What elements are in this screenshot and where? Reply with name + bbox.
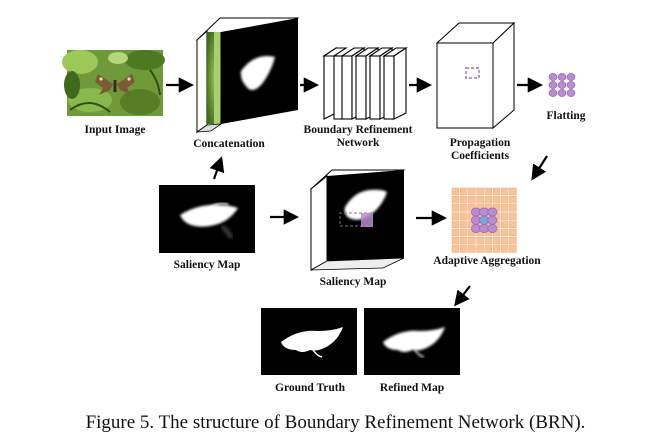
grid-cell: [451, 245, 460, 253]
grid-cell: [460, 228, 468, 237]
grid-cell: [451, 236, 460, 245]
grid-cell: [460, 204, 468, 212]
grid-cell: [501, 220, 509, 229]
label-brn-line1: Boundary Refinement: [303, 124, 413, 136]
grid-cell: [509, 236, 517, 245]
grid-cell: [468, 245, 476, 253]
coefficient-dot: [548, 89, 558, 97]
concatenation-block: [195, 17, 300, 133]
aggregation-coefficient-dot: [479, 215, 490, 225]
coefficient-dot: [548, 73, 558, 81]
grid-cell: [509, 195, 517, 204]
grid-cell: [460, 195, 468, 204]
figure-caption: Figure 5. The structure of Boundary Refi…: [85, 412, 586, 433]
grid-cell: [509, 245, 517, 253]
grid-cell: [460, 245, 468, 253]
flatting-dots: [548, 73, 576, 97]
coefficient-marker: [465, 67, 480, 79]
grid-cell: [451, 220, 460, 229]
grid-cell: [484, 195, 492, 204]
label-adaptive-aggregation: Adaptive Aggregation: [433, 255, 541, 267]
grid-cell: [451, 195, 460, 204]
grid-cell: [501, 236, 509, 245]
saliency-map-center-block: [309, 169, 406, 271]
aggregation-coefficient-dot: [487, 223, 498, 233]
label-saliency-map-center: Saliency Map: [319, 276, 387, 288]
arrow-flatting-to-aggregation: [531, 155, 548, 181]
grid-cell: [492, 187, 501, 196]
label-concatenation: Concatenation: [193, 138, 265, 150]
label-saliency-map-left: Saliency Map: [173, 259, 241, 271]
grid-cell: [492, 195, 501, 204]
arrow-aggregation-to-outputs: [454, 285, 471, 307]
grid-cell: [460, 212, 468, 220]
grid-cell: [501, 204, 509, 212]
butterfly-icon: [95, 74, 135, 95]
grid-cell: [460, 187, 468, 196]
refined-map-image: [364, 308, 460, 375]
propagation-coefficients-block: [435, 21, 516, 130]
grid-cell: [451, 187, 460, 196]
grid-cell: [451, 228, 460, 237]
grid-cell: [492, 245, 501, 253]
grid-cell: [476, 245, 484, 253]
grid-cell: [468, 195, 476, 204]
brn-layer-stack: [322, 46, 408, 120]
label-flatting: Flatting: [546, 110, 586, 122]
label-refined-map: Refined Map: [379, 382, 445, 394]
grid-cell: [484, 245, 492, 253]
label-ground-truth: Ground Truth: [275, 382, 345, 394]
grid-cell: [509, 212, 517, 220]
grid-cell: [451, 204, 460, 212]
grid-cell: [509, 204, 517, 212]
grid-cell: [468, 187, 476, 196]
arrow-saliency-to-concat: [209, 156, 225, 180]
adaptive-aggregation-grid: [451, 187, 517, 253]
label-propagation-line2: Coefficients: [450, 150, 510, 162]
grid-cell: [476, 187, 484, 196]
grid-cell: [484, 236, 492, 245]
grid-cell: [501, 195, 509, 204]
coefficient-dot: [566, 89, 576, 97]
saliency-map-left: [159, 185, 255, 253]
coefficient-dot: [557, 81, 567, 89]
grid-cell: [484, 187, 492, 196]
coefficient-dot: [566, 81, 576, 89]
label-input-image: Input Image: [84, 124, 146, 136]
coefficient-dot: [557, 73, 567, 81]
grid-cell: [501, 187, 509, 196]
grid-cell: [509, 187, 517, 196]
aggregation-coefficient-dot: [471, 215, 481, 225]
label-brn-line2: Network: [336, 137, 380, 149]
grid-cell: [476, 195, 484, 204]
grid-cell: [460, 220, 468, 229]
grid-cell: [501, 245, 509, 253]
aggregation-coefficient-dot: [471, 223, 481, 233]
aggregation-coefficient-dot: [471, 207, 481, 217]
grid-cell: [468, 236, 476, 245]
input-image: [62, 50, 165, 116]
grid-cell: [509, 228, 517, 237]
grid-cell: [451, 212, 460, 220]
grid-cell: [501, 212, 509, 220]
grid-cell: [492, 236, 501, 245]
aggregation-coefficient-dot: [479, 207, 490, 217]
coefficient-dot: [566, 73, 576, 81]
aggregation-coefficient-dot: [487, 207, 498, 217]
grid-cell: [460, 236, 468, 245]
grid-cell: [501, 228, 509, 237]
label-propagation-line1: Propagation: [449, 137, 511, 149]
coefficient-dot: [557, 89, 567, 97]
aggregation-coefficient-dot: [487, 215, 498, 225]
grid-cell: [476, 236, 484, 245]
grid-cell: [509, 220, 517, 229]
ground-truth-image: [261, 308, 357, 375]
coefficient-dot: [548, 81, 558, 89]
aggregation-coefficient-dot: [479, 223, 490, 233]
